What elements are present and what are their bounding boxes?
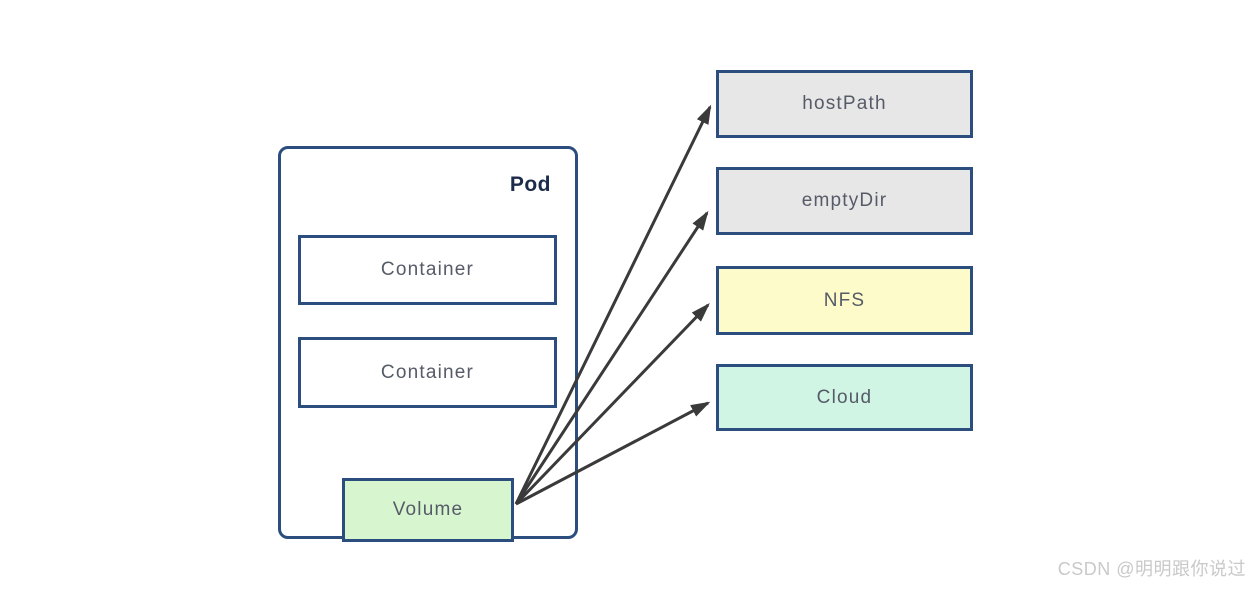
target-box-nfs: NFS bbox=[716, 266, 973, 335]
target-label-cloud: Cloud bbox=[816, 386, 873, 408]
container-box-1: Container bbox=[298, 235, 557, 305]
watermark-text: CSDN @明明跟你说过 bbox=[1057, 559, 1246, 579]
target-box-emptydir: emptyDir bbox=[716, 167, 973, 235]
target-box-hostpath: hostPath bbox=[716, 70, 973, 138]
container-box-2: Container bbox=[298, 337, 557, 408]
target-label-nfs: NFS bbox=[823, 289, 866, 311]
target-box-cloud: Cloud bbox=[716, 364, 973, 431]
target-label-emptydir: emptyDir bbox=[801, 190, 888, 211]
volume-label: Volume bbox=[392, 499, 464, 520]
pod-label: Pod bbox=[509, 173, 551, 196]
container-label-1: Container bbox=[380, 259, 475, 280]
volume-box: Volume bbox=[342, 478, 514, 542]
target-label-hostpath: hostPath bbox=[802, 93, 887, 114]
container-label-2: Container bbox=[380, 361, 475, 383]
